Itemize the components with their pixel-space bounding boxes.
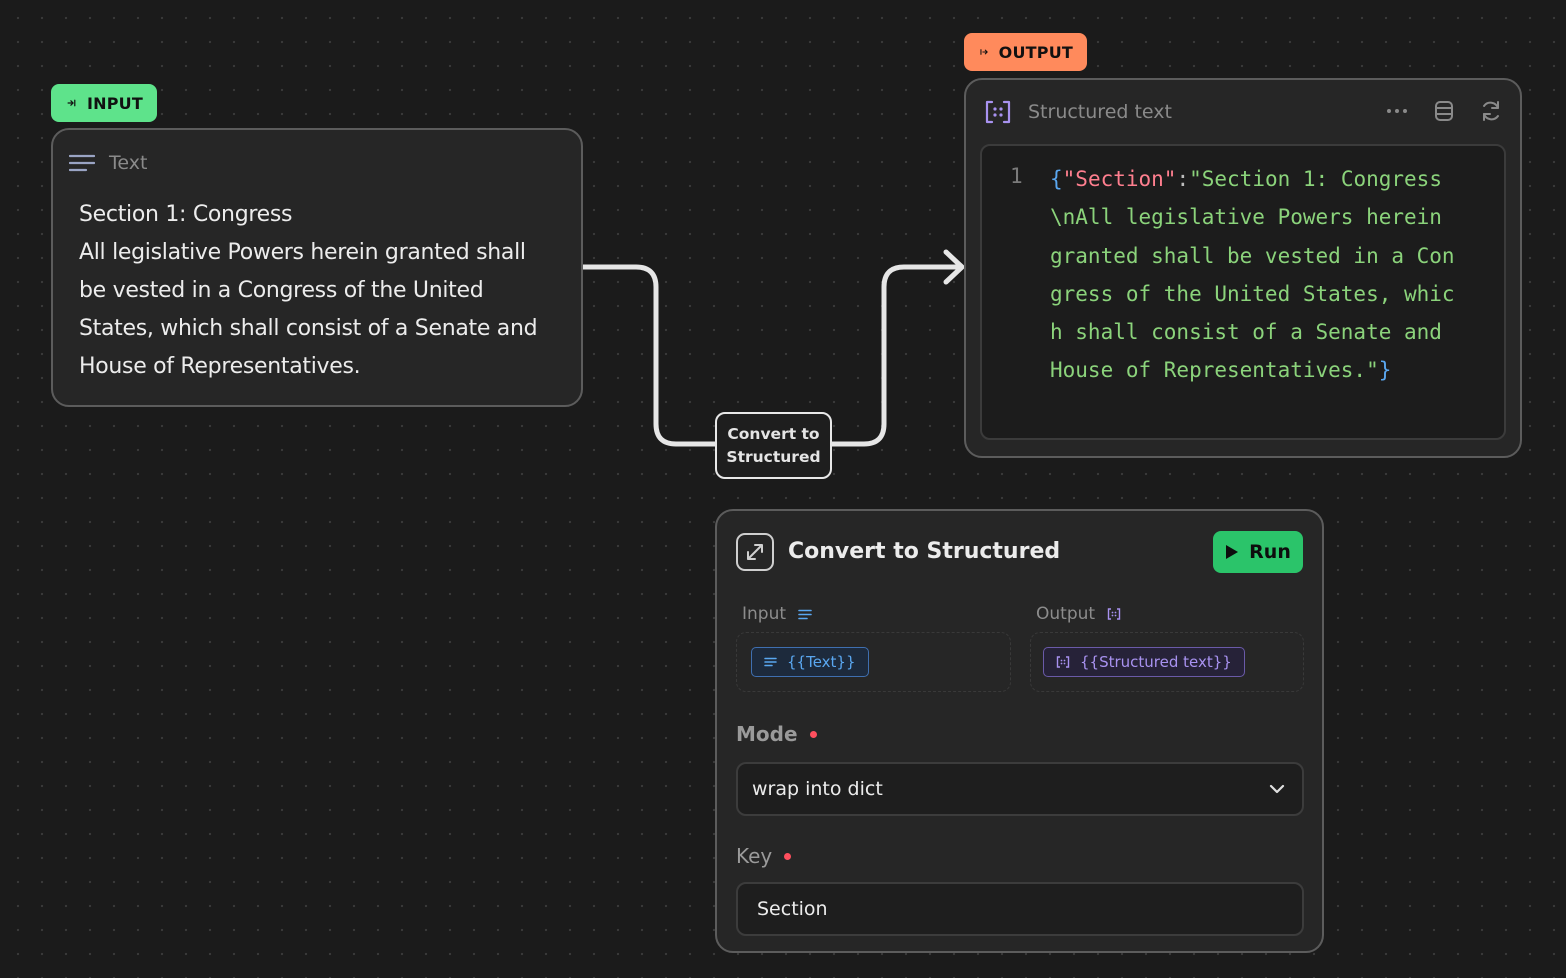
mode-label: Mode: [736, 722, 817, 746]
convert-config-panel: Convert to Structured Run Input {{Text}}…: [715, 509, 1324, 953]
refresh-icon[interactable]: [1480, 100, 1502, 122]
mode-label-text: Mode: [736, 722, 798, 746]
arrow-head: [943, 249, 965, 285]
required-indicator: [809, 730, 817, 738]
required-indicator: [784, 852, 792, 860]
input-badge: INPUT: [51, 84, 157, 122]
output-field-label: Output: [1036, 604, 1121, 624]
output-toolbar: [1386, 100, 1502, 122]
text-lines-icon: [764, 657, 777, 667]
mode-select[interactable]: wrap into dict: [736, 762, 1304, 816]
input-node[interactable]: Text Section 1: Congress All legislative…: [51, 128, 583, 407]
key-label: Key: [736, 844, 792, 868]
config-title: Convert to Structured: [788, 539, 1061, 564]
input-chip-label: {{Text}}: [787, 653, 856, 671]
input-variable-chip[interactable]: {{Text}}: [751, 647, 869, 677]
structured-brackets-icon: [1056, 656, 1070, 668]
structured-brackets-icon: [1107, 608, 1121, 620]
output-drop-zone[interactable]: {{Structured text}}: [1030, 632, 1304, 692]
text-lines-icon: [69, 154, 95, 172]
input-node-header: Text: [69, 152, 147, 174]
output-chip-label: {{Structured text}}: [1080, 653, 1232, 671]
run-button-label: Run: [1249, 541, 1291, 563]
structured-brackets-icon: [985, 100, 1011, 124]
play-icon: [1226, 545, 1239, 559]
mode-select-value: wrap into dict: [752, 778, 883, 800]
code-open-brace: {: [1050, 167, 1063, 191]
input-node-title: Text: [109, 152, 148, 174]
code-value: "Section 1: Congress\nAll legislative Po…: [1050, 167, 1455, 383]
bar-arrow-right-icon: [980, 49, 988, 55]
run-button[interactable]: Run: [1213, 531, 1303, 573]
database-icon[interactable]: [1434, 100, 1454, 122]
output-node-header: Structured text: [984, 100, 1172, 124]
output-node[interactable]: Structured text 1 {"Section":"Section 1:…: [964, 78, 1522, 458]
line-number: 1: [1010, 164, 1023, 188]
input-field-label: Input: [742, 604, 812, 624]
expand-arrows-icon: [736, 533, 774, 571]
code-colon: :: [1176, 167, 1190, 191]
input-label-text: Input: [742, 604, 787, 624]
code-content: {"Section":"Section 1: Congress\nAll leg…: [1050, 160, 1460, 390]
code-key: "Section": [1062, 167, 1177, 191]
output-label-text: Output: [1036, 604, 1096, 624]
output-badge-label: OUTPUT: [998, 42, 1073, 62]
arrow-right-to-bar-icon: [67, 99, 76, 107]
code-viewer[interactable]: 1 {"Section":"Section 1: Congress\nAll l…: [980, 144, 1506, 440]
key-label-text: Key: [736, 844, 773, 868]
input-drop-zone[interactable]: {{Text}}: [736, 632, 1011, 692]
output-variable-chip[interactable]: {{Structured text}}: [1043, 647, 1245, 677]
input-badge-label: INPUT: [87, 93, 143, 113]
text-lines-icon: [798, 609, 812, 619]
key-input[interactable]: [736, 882, 1304, 936]
connector-label[interactable]: Convert to Structured: [715, 412, 832, 479]
more-options-icon[interactable]: [1386, 108, 1408, 114]
output-node-title: Structured text: [1028, 101, 1172, 123]
input-text-content[interactable]: Section 1: Congress All legislative Powe…: [79, 202, 538, 379]
output-badge: OUTPUT: [964, 33, 1087, 71]
chevron-down-icon: [1269, 784, 1285, 794]
code-close-brace: }: [1378, 358, 1392, 383]
